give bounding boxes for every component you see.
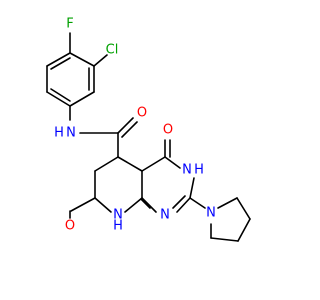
- bond: [237, 218, 251, 242]
- atom-label-layer: Cl F N H O O N H N O N H N: [54, 17, 216, 234]
- bond: [117, 117, 134, 134]
- bond: [93, 54, 108, 67]
- bond: [50, 88, 71, 102]
- amide-oxygen-label: O: [137, 106, 147, 121]
- amide-hydrogen-label: H: [54, 126, 64, 141]
- bond: [70, 197, 96, 212]
- bond: [189, 177, 195, 199]
- amide-nitrogen-label: N: [66, 126, 76, 141]
- bond: [217, 197, 238, 209]
- bond: [140, 198, 151, 209]
- bond: [121, 121, 138, 138]
- bond: [164, 156, 181, 169]
- bond: [189, 197, 206, 209]
- bond: [69, 52, 95, 67]
- chlorine-atom-label: Cl: [106, 43, 119, 58]
- bond: [50, 57, 71, 70]
- bond: [236, 197, 251, 220]
- bond: [176, 197, 191, 213]
- bond: [94, 156, 119, 172]
- pyrimidine-nh-nitrogen-label: N: [182, 163, 192, 178]
- bond: [141, 197, 157, 213]
- bond: [117, 156, 143, 172]
- molecule-structure: Cl F N H O O N H N O N H N: [46, 17, 251, 242]
- bond: [69, 91, 95, 107]
- pyrimidine-nitrogen-label: N: [160, 208, 170, 223]
- lactam-oxygen-label: O: [65, 219, 75, 234]
- lactam-hydrogen-label: H: [113, 219, 123, 234]
- bond: [94, 197, 112, 213]
- bond: [141, 156, 166, 172]
- bond: [46, 52, 71, 67]
- lactam-nitrogen-label: N: [113, 208, 123, 223]
- pyrimidine-nh-hydrogen-label: H: [194, 163, 204, 178]
- bond: [46, 91, 71, 107]
- molecule-canvas: Cl F N H O O N H N O N H N: [46, 17, 251, 242]
- bond: [124, 197, 143, 213]
- bond: [172, 195, 186, 209]
- pyrrolidine-nitrogen-label: N: [206, 206, 216, 221]
- pyrimidinone-oxygen-label: O: [163, 123, 173, 138]
- fluorine-atom-label: F: [66, 17, 73, 32]
- bond-layer: [46, 32, 251, 242]
- bond: [210, 237, 239, 242]
